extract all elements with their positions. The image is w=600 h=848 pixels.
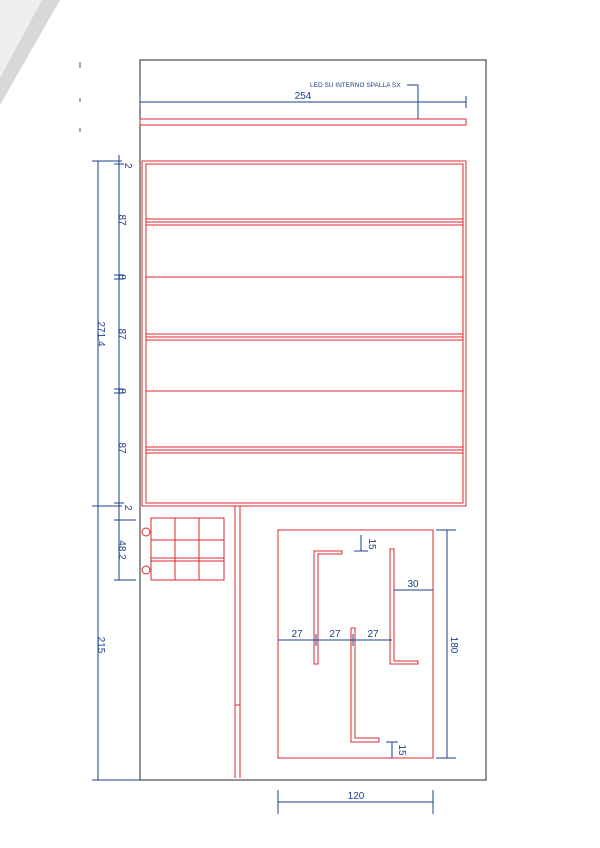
lower-height-label: 215 [95,637,106,654]
small-cabinet [141,517,225,581]
edge-gap-bottom-label: 2 [122,505,133,511]
small-cabinet-frame [150,517,225,581]
shelf-offset-b-label: 27 [329,629,341,640]
shelf-width-label: 120 [348,791,365,802]
shelf-right [389,548,419,665]
shelf-bottom-gap-label: 15 [396,744,407,756]
shelf-left [313,550,343,665]
vertical-partition [234,506,241,778]
scan-corner-fold [0,0,42,78]
knob-top [141,527,151,537]
divider-gap-2-label: 8 [116,388,127,394]
overall-frame [139,59,487,781]
shelving-frame [277,529,434,759]
shelf-middle [350,627,380,743]
panel-height-2-label: 87 [116,328,127,340]
stack-height-label: 271.4 [95,321,106,346]
dimension-lines [92,84,467,814]
panel-height-1-label: 87 [116,214,127,226]
shelf-offset-c-label: 27 [367,629,379,640]
panel-stack-frame [141,160,467,507]
small-panel-height-label: 48.2 [116,540,127,560]
knob-bottom [141,565,151,575]
led-leader [407,84,419,119]
shelf-depth-label: 30 [407,579,419,590]
shelf-offset-a-label: 27 [291,629,303,640]
shelving-unit [277,529,434,759]
top-led-strip [139,118,467,126]
led-note: LED SU INTERNO SPALLA SX [310,82,401,89]
edge-gap-top-label: 2 [122,163,133,169]
panel-stack [141,160,467,507]
divider-gap-1-label: 8 [116,274,127,280]
panel-height-3-label: 87 [116,442,127,454]
overall-width-label: 254 [295,91,312,102]
shelf-top-gap-label: 15 [366,538,377,550]
shelf-height-label: 180 [448,637,459,654]
